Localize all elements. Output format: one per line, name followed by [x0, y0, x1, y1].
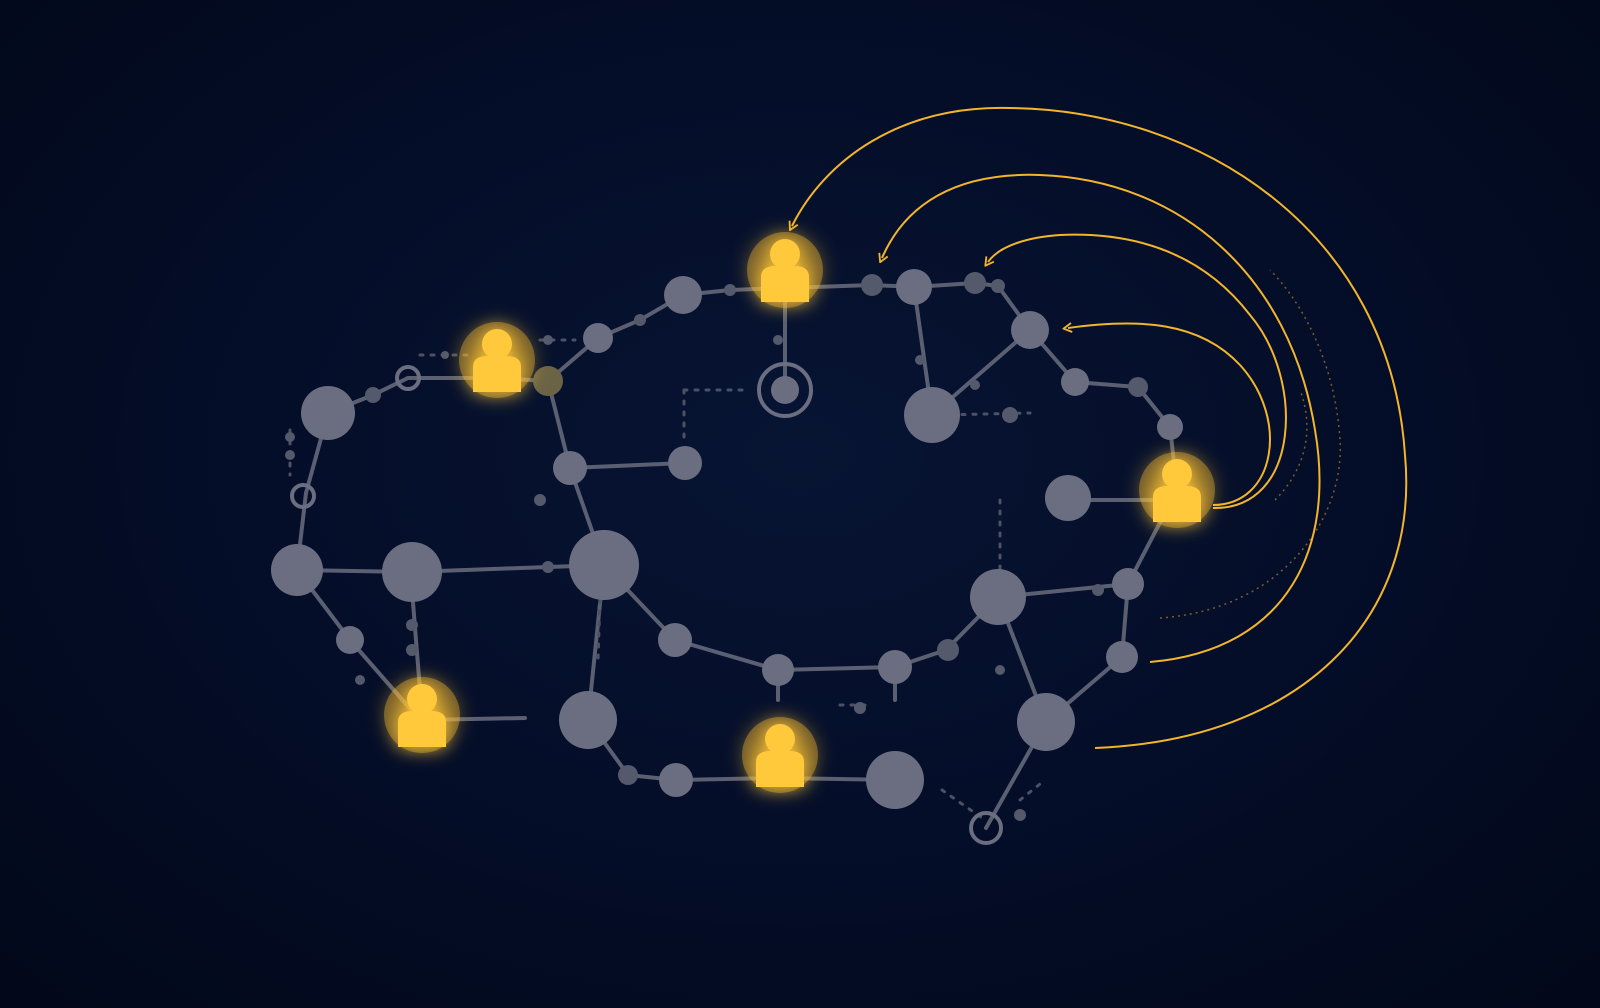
network-node: [659, 763, 693, 797]
network-node: [664, 276, 702, 314]
curved-arrow: [792, 106, 1408, 749]
person-icon: [459, 322, 535, 398]
network-node: [533, 366, 563, 396]
connection-arrows: [792, 106, 1408, 749]
dot: [854, 702, 866, 714]
network-node-ring: [969, 811, 1003, 845]
curved-arrow: [882, 173, 1321, 663]
network-node: [866, 751, 924, 809]
person-icon: [742, 717, 818, 793]
dot: [724, 284, 736, 296]
network-node: [771, 376, 799, 404]
network-node: [553, 451, 587, 485]
network-node-ring: [290, 483, 316, 509]
network-node: [382, 542, 442, 602]
network-nodes: [271, 269, 1183, 845]
network-node: [878, 650, 912, 684]
person-icon: [384, 677, 460, 753]
dot: [441, 351, 449, 359]
dot: [1092, 584, 1104, 596]
network-node-ring: [757, 362, 813, 418]
curved-arrow: [988, 233, 1287, 510]
dot: [1014, 809, 1026, 821]
dot: [995, 665, 1005, 675]
dot: [773, 335, 783, 345]
dot: [634, 314, 646, 326]
dot: [1128, 377, 1148, 397]
dot: [406, 619, 418, 631]
edge: [776, 665, 897, 672]
network-node: [271, 544, 323, 596]
dot: [365, 387, 381, 403]
highlighted-users: [384, 232, 1215, 793]
faint-arc: [1159, 269, 1341, 619]
network-node: [1017, 693, 1075, 751]
network-node: [762, 654, 794, 686]
network-node: [1061, 368, 1089, 396]
edge-dashed: [1018, 778, 1047, 802]
network-node: [1157, 414, 1183, 440]
dot: [964, 272, 986, 294]
edge: [1073, 380, 1172, 429]
network-node: [1106, 641, 1138, 673]
network-node: [658, 623, 692, 657]
dot: [543, 335, 553, 345]
edge: [673, 638, 780, 672]
network-node-ring: [395, 365, 421, 391]
network-node: [1045, 475, 1091, 521]
dot: [406, 644, 418, 656]
network-node: [1112, 568, 1144, 600]
dot: [355, 675, 365, 685]
dot: [1002, 407, 1018, 423]
network-node: [301, 386, 355, 440]
dot: [970, 380, 980, 390]
dot: [937, 639, 959, 661]
person-icon: [747, 232, 823, 308]
network-node: [668, 446, 702, 480]
dot: [861, 274, 883, 296]
connector-dots: [285, 272, 1148, 821]
edge: [410, 588, 422, 692]
network-node: [904, 387, 960, 443]
dot: [542, 561, 554, 573]
network-node: [896, 269, 932, 305]
dot: [915, 355, 925, 365]
edge: [568, 461, 687, 470]
edge-dashed: [596, 598, 602, 662]
dot: [285, 432, 295, 442]
network-node: [1011, 311, 1049, 349]
network-node: [583, 323, 613, 353]
dot: [618, 765, 638, 785]
dot: [285, 450, 295, 460]
dot: [991, 279, 1005, 293]
network-node: [970, 569, 1026, 625]
curved-arrow: [1068, 323, 1271, 506]
person-icon: [1139, 452, 1215, 528]
dot: [534, 494, 546, 506]
network-node: [559, 691, 617, 749]
faint-arc: [1274, 389, 1308, 501]
network-node: [336, 626, 364, 654]
network-node: [569, 530, 639, 600]
